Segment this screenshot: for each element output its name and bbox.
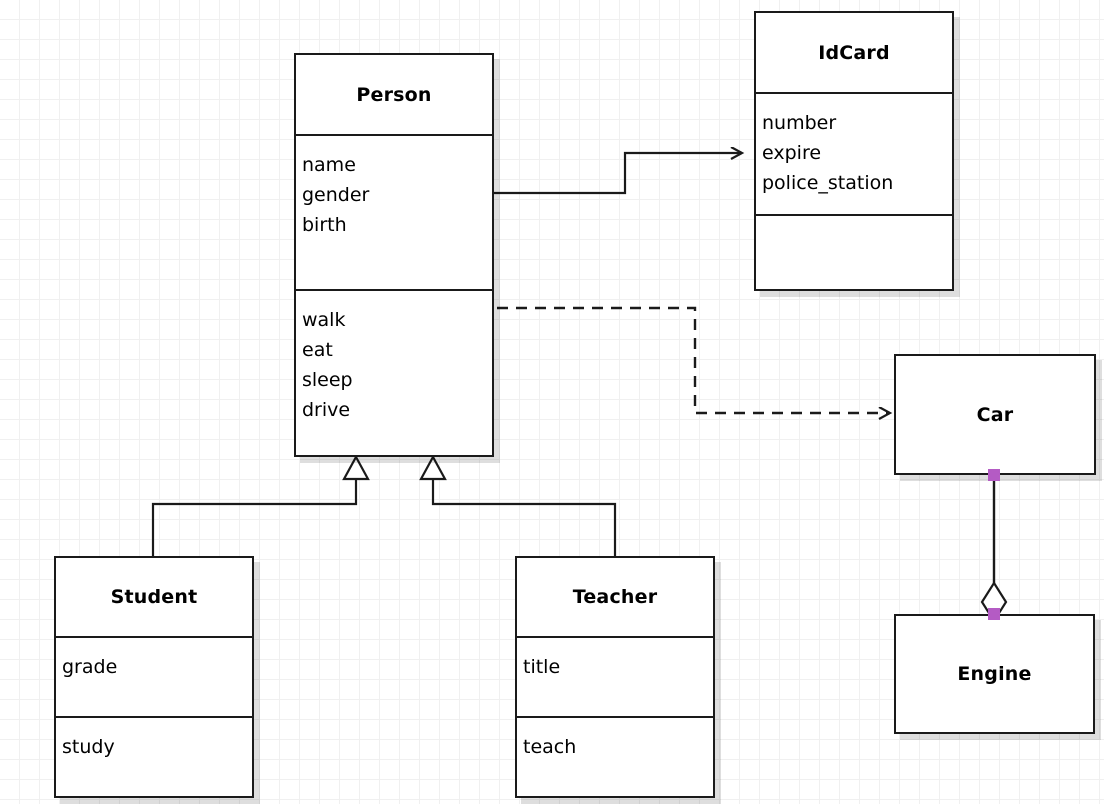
hollow-triangle-icon [419, 454, 447, 481]
class-name-engine: Engine [957, 663, 1032, 685]
class-box-engine[interactable]: Engine [894, 614, 1095, 734]
selection-handle-engine-end[interactable] [988, 608, 1000, 620]
selection-handle-car-end[interactable] [988, 469, 1000, 481]
class-box-student[interactable]: Student grade study [54, 556, 254, 798]
hollow-triangle-icon [342, 454, 370, 481]
class-name-car: Car [976, 403, 1014, 426]
class-name-person: Person [356, 83, 432, 106]
class-name-teacher: Teacher [572, 586, 658, 608]
class-name-student: Student [110, 586, 198, 608]
class-name-idcard: IdCard [818, 41, 890, 64]
edge-car-engine[interactable] [980, 475, 1008, 624]
class-attributes-person: name gender birth [296, 134, 492, 289]
edge-person-idcard[interactable] [493, 153, 742, 195]
class-box-person[interactable]: Person name gender birth walk eat sleep … [294, 53, 494, 457]
class-attributes-idcard: number expire police_station [756, 92, 952, 214]
class-methods-idcard [756, 214, 952, 289]
edge-student-person[interactable] [151, 454, 370, 556]
class-attributes-student: grade [56, 636, 252, 716]
edge-person-car[interactable] [497, 306, 890, 413]
class-methods-person: walk eat sleep drive [296, 289, 492, 455]
class-box-idcard[interactable]: IdCard number expire police_station [754, 11, 954, 291]
class-methods-student: study [56, 716, 252, 796]
class-box-car[interactable]: Car [894, 354, 1096, 475]
class-box-teacher[interactable]: Teacher title teach [515, 556, 715, 798]
class-attributes-teacher: title [517, 636, 713, 716]
edge-teacher-person[interactable] [419, 454, 617, 556]
class-methods-teacher: teach [517, 716, 713, 796]
